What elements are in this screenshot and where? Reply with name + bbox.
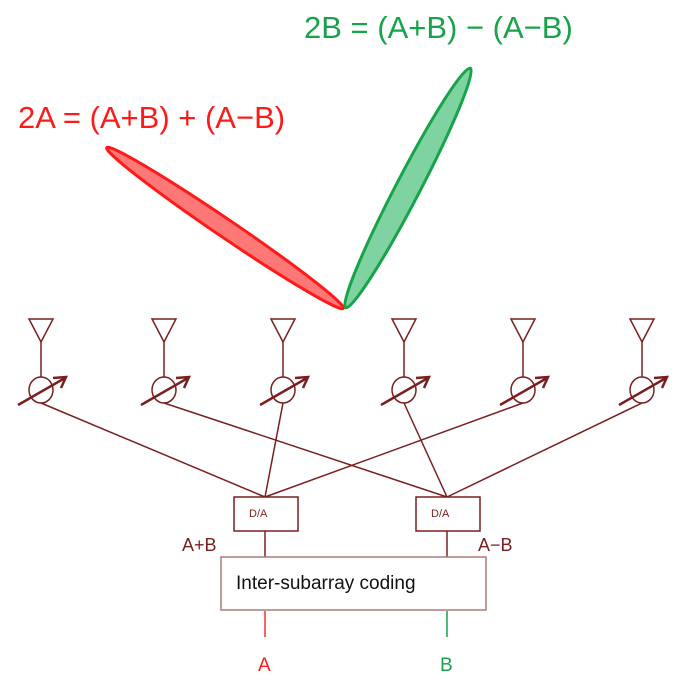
antenna-icon: [628, 318, 656, 344]
wire: [264, 402, 284, 498]
phase-shifter-icon: [629, 376, 655, 404]
equation-2b: 2B = (A+B) − (A−B): [304, 10, 573, 45]
arrowhead-icon: [415, 375, 432, 389]
da-converter-right-label: D/A: [431, 508, 450, 520]
equation-2a: 2A = (A+B) + (A−B): [18, 100, 286, 135]
signal-diff-label: A−B: [478, 535, 513, 555]
phase-shifter-arrow: [259, 376, 308, 407]
phase-shifter-icon: [510, 376, 536, 404]
phase-shifter-icon: [151, 376, 177, 404]
phase-shifter-arrow: [140, 376, 189, 407]
antenna-icon: [269, 318, 297, 344]
arrowhead-icon: [294, 375, 311, 389]
phase-shifter-icon: [391, 376, 417, 404]
output-b-label: B: [440, 655, 453, 676]
phase-shifter-arrow: [17, 376, 66, 407]
wire: [40, 402, 266, 498]
phase-shifter-arrow: [380, 376, 429, 407]
phase-shifter-arrow: [499, 376, 548, 407]
da-converter-right-box: [415, 496, 481, 532]
da-converter-left-box: [233, 496, 299, 532]
arrowhead-icon: [52, 375, 69, 389]
coding-block-box: [220, 556, 487, 611]
wire: [446, 402, 643, 498]
arrowhead-icon: [534, 375, 551, 389]
wire: [403, 402, 448, 498]
antenna-icon: [509, 318, 537, 344]
beam-b: [343, 66, 473, 310]
antenna-icon: [27, 318, 55, 344]
phase-shifter-arrow: [618, 376, 667, 407]
signal-sum-label: A+B: [182, 535, 217, 555]
phase-shifter-icon: [270, 376, 296, 404]
antenna-icon: [150, 318, 178, 344]
arrowhead-icon: [175, 375, 192, 389]
arrowhead-icon: [653, 375, 670, 389]
wire: [264, 402, 524, 498]
beam-a: [105, 145, 345, 311]
wire: [163, 402, 448, 498]
coding-block-label: Inter-subarray coding: [236, 573, 416, 594]
output-a-label: A: [258, 655, 271, 676]
phase-shifter-icon: [28, 376, 54, 404]
antenna-icon: [390, 318, 418, 344]
da-converter-left-label: D/A: [249, 508, 268, 520]
